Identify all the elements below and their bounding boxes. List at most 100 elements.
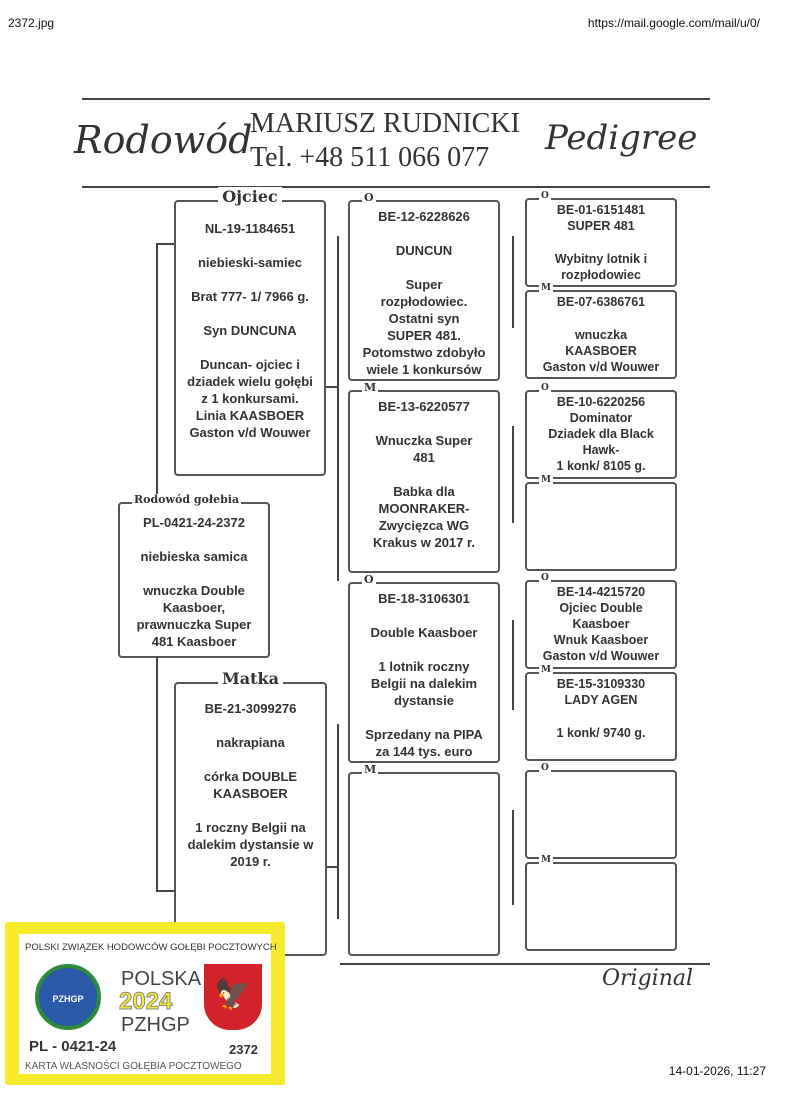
pedigree-line: Dziadek dla Black [548,427,654,441]
ownership-card: POLSKI ZWIĄZEK HODOWCÓW GOŁĘBI POCZTOWYC… [5,922,285,1085]
pedigree-line: Wybitny lotnik i [554,252,648,266]
pedigree-line: BE-01-6151481 [556,203,646,217]
connector [512,620,514,710]
file-name: 2372.jpg [8,16,55,30]
pedigree-line: Wnuk Kaasboer [553,633,649,647]
sex-tag: M [362,381,379,394]
spacer [179,237,321,254]
pedigree-line: BE-13-6220577 [378,399,470,414]
connector [156,656,158,892]
pedigree-line: PL-0421-24-2372 [143,515,245,530]
pedigree-line: niebieski-samiec [197,255,303,270]
spacer [530,708,672,725]
connector [156,243,174,245]
sex-tag: O [539,190,551,202]
spacer [179,717,322,734]
pedigree-line: DUNCUN [395,243,453,258]
card-caption: KARTA WŁASNOŚCI GOŁĘBIA POCZTOWEGO [25,1061,242,1072]
spacer [353,466,495,483]
pedigree-line: BE-18-3106301 [378,591,470,606]
pedigree-logo: Pedigree [545,118,698,158]
pedigree-line: z 1 konkursami. [201,391,299,406]
connector [327,866,339,868]
pedigree-line: Krakus w 2017 r. [373,535,475,550]
pedigree-line: SUPER 481. [387,328,461,343]
pedigree-line: dalekim dystansie w [187,837,314,852]
spacer [353,607,495,624]
pedigree-line: Gaston v/d Wouwer [542,360,660,374]
spacer [179,305,321,322]
sex-tag: M [539,664,553,676]
pedigree-line: MOONRAKER- [378,501,470,516]
connector [337,236,339,581]
pedigree-line: Linia KAASBOER [195,408,305,423]
pzhgp-logo: PZHGP [35,964,101,1030]
pedigree-line: NL-19-1184651 [204,221,296,236]
spacer [123,531,265,548]
great-grandparent-box: M [525,854,677,951]
pedigree-line: 1 lotnik roczny [378,659,470,674]
pedigree-line: Ojciec Double [559,601,643,615]
connector [512,810,514,905]
spacer [353,709,495,726]
pedigree-line: Ostatni syn [388,311,460,326]
pedigree-line: BE-12-6228626 [378,209,470,224]
header-rule-top [82,98,710,100]
connector [156,243,158,503]
pedigree-line: BE-07-6386761 [556,295,646,309]
pedigree-line: Super [405,277,443,292]
connector [512,236,514,328]
pedigree-line: dziadek wielu gołębi [187,374,313,389]
page-url: https://mail.google.com/mail/u/0/ [587,16,760,30]
spacer [179,271,321,288]
sex-tag: O [539,382,551,394]
great-grandparent-box: O [525,762,677,859]
connector [337,724,339,919]
pedigree-line: Zwycięzca WG [378,518,470,533]
pedigree-line: KAASBOER [565,344,637,358]
connector [156,890,174,892]
pedigree-line: Duncan- ojciec i [200,357,300,372]
grandparent-box: M [348,764,500,956]
pedigree-line: Brat 777- 1/ 7966 g. [191,289,309,304]
pedigree-line: 481 [413,450,435,465]
pedigree-line: Potomstwo zdobyło [362,345,486,360]
spacer [353,225,495,242]
spacer [530,234,672,251]
sex-tag: M [539,474,553,486]
pedigree-line: Sprzedany na PIPA [365,727,483,742]
pedigree-line: Wnuczka Super [375,433,473,448]
subject-title: Rodowód gołebia [132,493,242,506]
connector [512,426,514,523]
pedigree-line: rozpłodowiec [561,268,641,282]
pedigree-line: Gaston v/d Wouwer [542,649,660,663]
card-year: 2024 [118,988,173,1016]
spacer [353,415,495,432]
pedigree-line: LADY AGEN [564,693,638,707]
header-rule-bottom [82,186,710,188]
sex-tag: O [539,572,551,584]
pedigree-line: Babka dla [393,484,455,499]
pedigree-line: 2019 r. [230,854,271,869]
pedigree-line: BE-14-4215720 [556,585,646,599]
pedigree-line: Gaston v/d Wouwer [189,425,311,440]
pedigree-line: córka DOUBLE [203,769,298,784]
spacer [530,310,672,327]
pedigree-line: 1 roczny Belgii na [195,820,306,835]
pedigree-line: nakrapiana [216,735,285,750]
pedigree-line: Kaasboer [572,617,630,631]
pedigree-line: wiele 1 konkursów [366,362,482,377]
eagle-emblem-icon: 🦅 [204,964,262,1030]
pedigree-line: 1 konk/ 8105 g. [556,459,646,473]
pedigree-line: wnuczka [574,328,628,342]
father-title: Ojciec [218,187,282,206]
rodowod-logo: Rodowód [74,118,253,162]
spacer [179,339,321,356]
